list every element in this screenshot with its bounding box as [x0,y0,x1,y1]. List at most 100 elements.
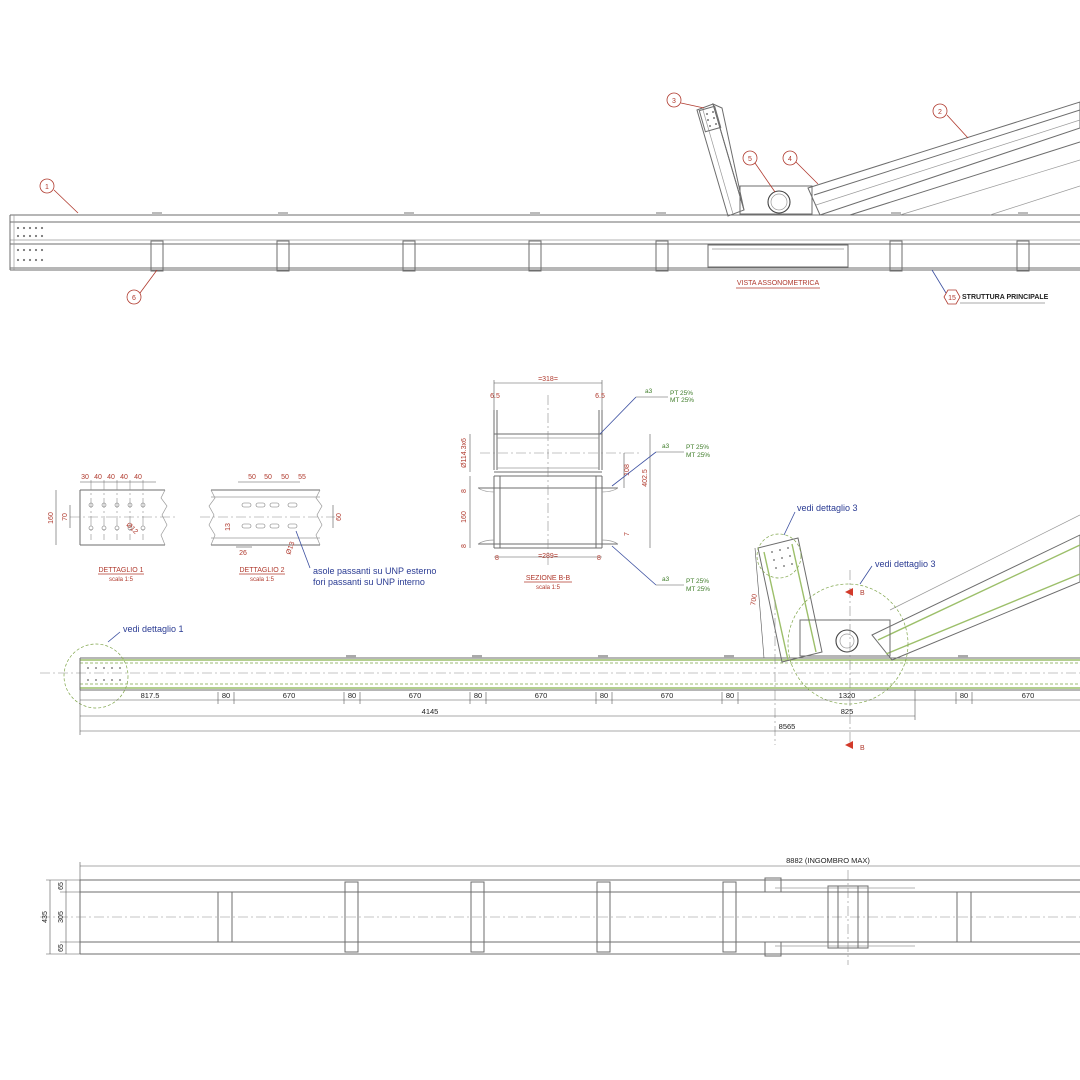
elev-dim-8565: 8565 [779,722,796,731]
elev-dim-4: 670 [409,691,422,700]
d2-title: DETTAGLIO 2 [240,567,285,574]
plan-dim-435: 435 [42,911,49,923]
d1-dim-3: 40 [120,474,128,481]
plan-overall-dim: 8882 (INGOMBRO MAX) [786,856,870,865]
elev-dim-2: 670 [283,691,296,700]
sec-dim-402: 402.5 [642,469,649,487]
sec-dim-7: 7 [624,532,631,536]
elev-dim-7: 80 [600,691,608,700]
elev-dim-0: 817.5 [141,691,160,700]
d2-dim-height: 60 [336,513,343,521]
d2-note-line2: fori passanti su UNP interno [313,577,425,587]
plan-dim-305: 305 [58,911,65,923]
detail-1: 30 40 40 40 40 160 70 Ø12 DETTAGLIO 1 sc… [48,474,178,583]
elev-note-detail3b: vedi dettaglio 3 [875,559,936,569]
d1-hole: Ø12 [125,521,139,535]
elev-dim-825: 825 [841,707,854,716]
balloon-4: 4 [788,156,792,163]
axonometric-title: VISTA ASSONOMETRICA [737,280,820,287]
plan-cross-plates [217,881,972,953]
balloon-6: 6 [132,295,136,302]
elev-dim-12: 670 [1022,691,1035,700]
elev-dim-9: 80 [726,691,734,700]
d1-dim-1: 40 [94,474,102,481]
balloon-3: 3 [672,98,676,105]
axo-pipe [739,185,813,215]
sec-dim-8-br: 8 [597,555,601,562]
weld-2-pt: PT 25% [686,444,709,451]
sec-dim-bottom: =289= [538,553,558,560]
weld-callout-3: a3 PT 25% MT 25% [611,545,710,593]
balloon-2: 2 [938,109,942,116]
weld-2-size: a3 [662,443,670,450]
d2-dim-2: 50 [281,474,289,481]
elev-dim-1: 80 [222,691,230,700]
structure-tag-label: STRUTTURA PRINCIPALE [962,294,1049,301]
sec-scale: scala 1:5 [536,585,561,591]
section-b-b: =318= 6.5 6.5 =289= 8 8 Ø114.3x6 8 160 8… [461,376,710,593]
weld-3-size: a3 [662,576,670,583]
d1-title: DETTAGLIO 1 [99,567,144,574]
elev-section-mark-top: B [860,590,865,597]
structure-tag: 15 STRUTTURA PRINCIPALE [931,269,1049,305]
weld-callout-2: a3 PT 25% MT 25% [611,443,710,487]
sec-dim-right-top: 6.5 [595,393,605,400]
axo-top-tabs [152,212,1028,215]
sec-dim-160: 160 [461,511,468,523]
elev-dim-11: 80 [960,691,968,700]
sec-dim-8b: 8 [461,544,468,548]
axonometric-view: 1 2 3 4 5 6 VISTA ASSONOMETRICA 15 STRUT… [9,92,1080,305]
sec-dim-left-top: 6.5 [490,393,500,400]
weld-1-mt: MT 25% [670,397,694,404]
elev-section-mark-bottom: B [860,745,865,752]
d1-scale: scala 1:5 [109,577,134,583]
elev-dim-700: 700 [750,593,759,606]
elevation-view: vedi dettaglio 1 vedi dettaglio 3 700 [40,503,1080,752]
axo-inclined-strut [696,103,745,217]
plan-pipe-assembly [764,870,915,965]
d2-dim-0: 50 [248,474,256,481]
elev-inclined-strut [757,537,823,663]
d2-dim-1: 50 [264,474,272,481]
elev-dim-3: 80 [348,691,356,700]
weld-1-pt: PT 25% [670,390,693,397]
plan-dim-65-bottom: 65 [58,944,65,952]
d2-scale: scala 1:5 [250,577,275,583]
plan-view: 8882 (INGOMBRO MAX) 65 305 65 435 [40,856,1080,965]
sec-pipe: Ø114.3x6 [461,438,468,468]
axo-long-inclined-beam [807,101,1080,216]
sec-dim-108: 108 [624,464,631,476]
elev-note-detail1: vedi dettaglio 1 [123,624,184,634]
detail-2: 50 50 50 55 60 13 26 Ø13 DETTAGLIO 2 sca… [200,474,436,587]
d1-dim-height: 160 [48,512,55,524]
d2-hole: Ø13 [285,541,296,556]
d1-dim-2: 40 [107,474,115,481]
axo-balloons: 1 2 3 4 5 6 [39,92,969,305]
weld-1-size: a3 [645,388,653,395]
elev-dim-8: 670 [661,691,674,700]
d1-dim-inner: 70 [62,513,69,521]
elev-dim-10: 1320 [839,691,856,700]
weld-2-mt: MT 25% [686,452,710,459]
d2-dim-inner: 13 [225,523,232,531]
weld-3-mt: MT 25% [686,586,710,593]
d1-dim-0: 30 [81,474,89,481]
axo-cross-plates [150,240,1030,272]
sec-dim-8a: 8 [461,489,468,493]
elev-dim-4145: 4145 [422,707,439,716]
structure-tag-number: 15 [948,295,956,302]
d1-dim-4: 40 [134,474,142,481]
elev-note-detail3a: vedi dettaglio 3 [797,503,858,513]
elev-dim-6: 670 [535,691,548,700]
balloon-1: 1 [45,184,49,191]
d2-note-line1: asole passanti su UNP esterno [313,566,436,576]
sec-title: SEZIONE B-B [526,575,571,582]
d2-dim-bottom: 26 [239,550,247,557]
elev-dim-5: 80 [474,691,482,700]
sec-dim-top: =318= [538,376,558,383]
elev-long-beam [871,514,1080,661]
d2-dim-3: 55 [298,474,306,481]
weld-callout-1: a3 PT 25% MT 25% [599,388,694,435]
weld-3-pt: PT 25% [686,578,709,585]
